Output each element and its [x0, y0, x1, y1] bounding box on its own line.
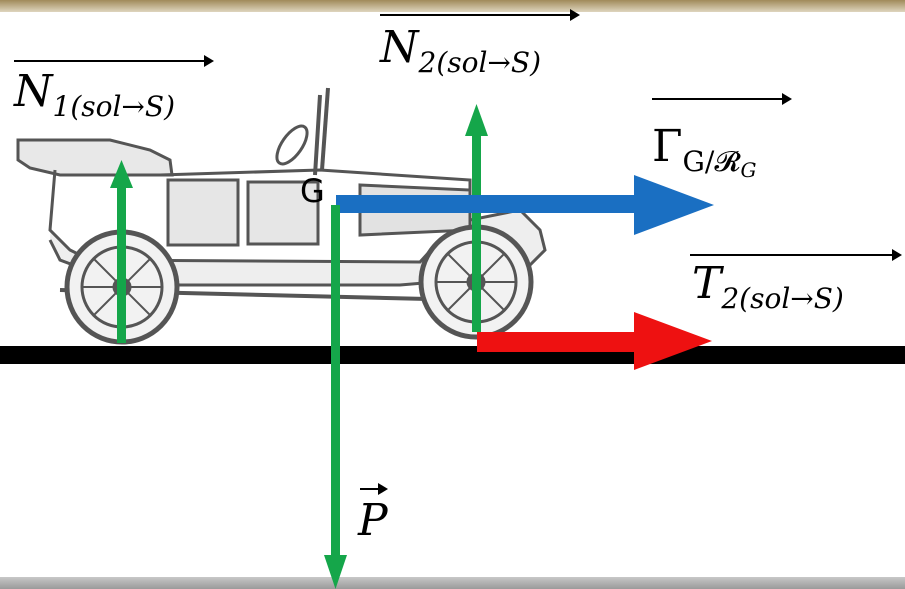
gamma-label: ΓG/𝓡G	[652, 125, 756, 183]
n2-symbol: N	[380, 22, 419, 73]
gamma-subscript: G/𝓡	[682, 145, 741, 178]
gamma-vector-bar	[652, 93, 792, 105]
n1-symbol: N	[14, 66, 53, 117]
gamma-subscript-index: G	[740, 158, 757, 182]
p-vector-bar	[360, 483, 388, 495]
center-of-mass-label: G	[300, 172, 325, 210]
t2-symbol: T	[692, 258, 722, 309]
gamma-symbol: Γ	[652, 121, 683, 172]
weight-label: P	[358, 495, 388, 546]
weight-force-arrow	[324, 205, 347, 589]
vintage-car-icon	[16, 87, 547, 345]
n2-subscript: 2(sol→S)	[418, 46, 542, 79]
t2-vector-bar	[690, 249, 902, 261]
n1-label: N1(sol→S)	[14, 70, 175, 124]
traction-force-arrow	[477, 312, 712, 370]
ground-line	[0, 346, 905, 364]
t2-label: T2(sol→S)	[692, 262, 844, 316]
n1-vector-bar	[14, 55, 214, 67]
acceleration-arrow	[336, 175, 714, 235]
t2-subscript: 2(sol→S)	[721, 282, 844, 315]
n1-force-arrow	[110, 160, 133, 343]
n2-vector-bar	[380, 9, 580, 21]
n1-subscript: 1(sol→S)	[52, 90, 176, 123]
n2-label: N2(sol→S)	[380, 26, 541, 80]
n2-force-arrow	[465, 104, 488, 332]
